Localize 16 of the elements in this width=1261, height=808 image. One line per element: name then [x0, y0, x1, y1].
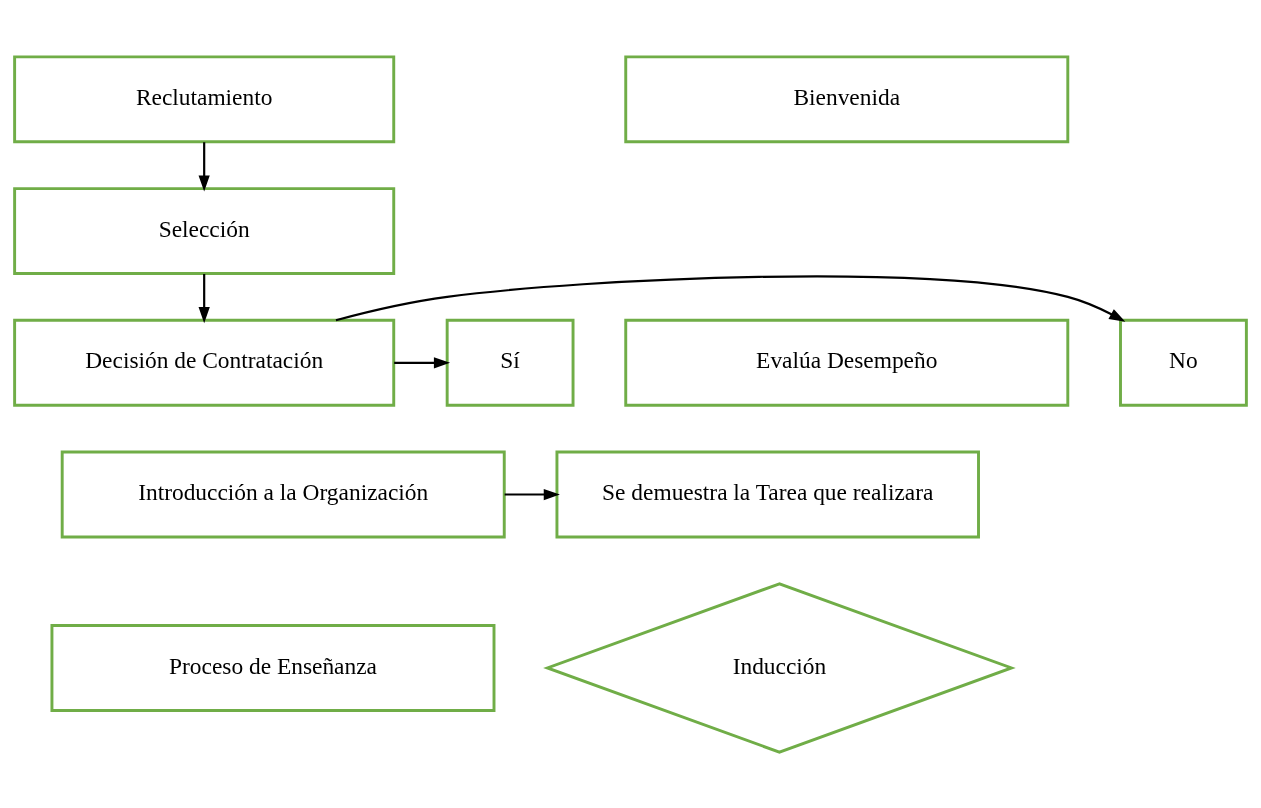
node-diamond: Inducción	[543, 581, 1016, 754]
node-box: Bienvenida	[624, 54, 1070, 143]
arrow	[335, 274, 1126, 322]
node-box: No	[1119, 318, 1248, 407]
node-box: Reclutamiento	[13, 54, 396, 143]
arrow	[198, 141, 210, 191]
node-box: Proceso de Enseñanza	[50, 623, 496, 712]
arrow	[504, 488, 560, 500]
node-box: Sí	[445, 318, 575, 407]
node-box: Evalúa Desempeño	[624, 318, 1070, 407]
node-box: Decisión de Contratación	[13, 318, 396, 407]
node-box: Se demuestra la Tarea que realizara	[555, 450, 980, 538]
arrow	[198, 273, 210, 323]
node-box: Selección	[13, 186, 396, 275]
node-box: Introducción a la Organización	[60, 450, 506, 538]
arrow	[394, 356, 451, 368]
